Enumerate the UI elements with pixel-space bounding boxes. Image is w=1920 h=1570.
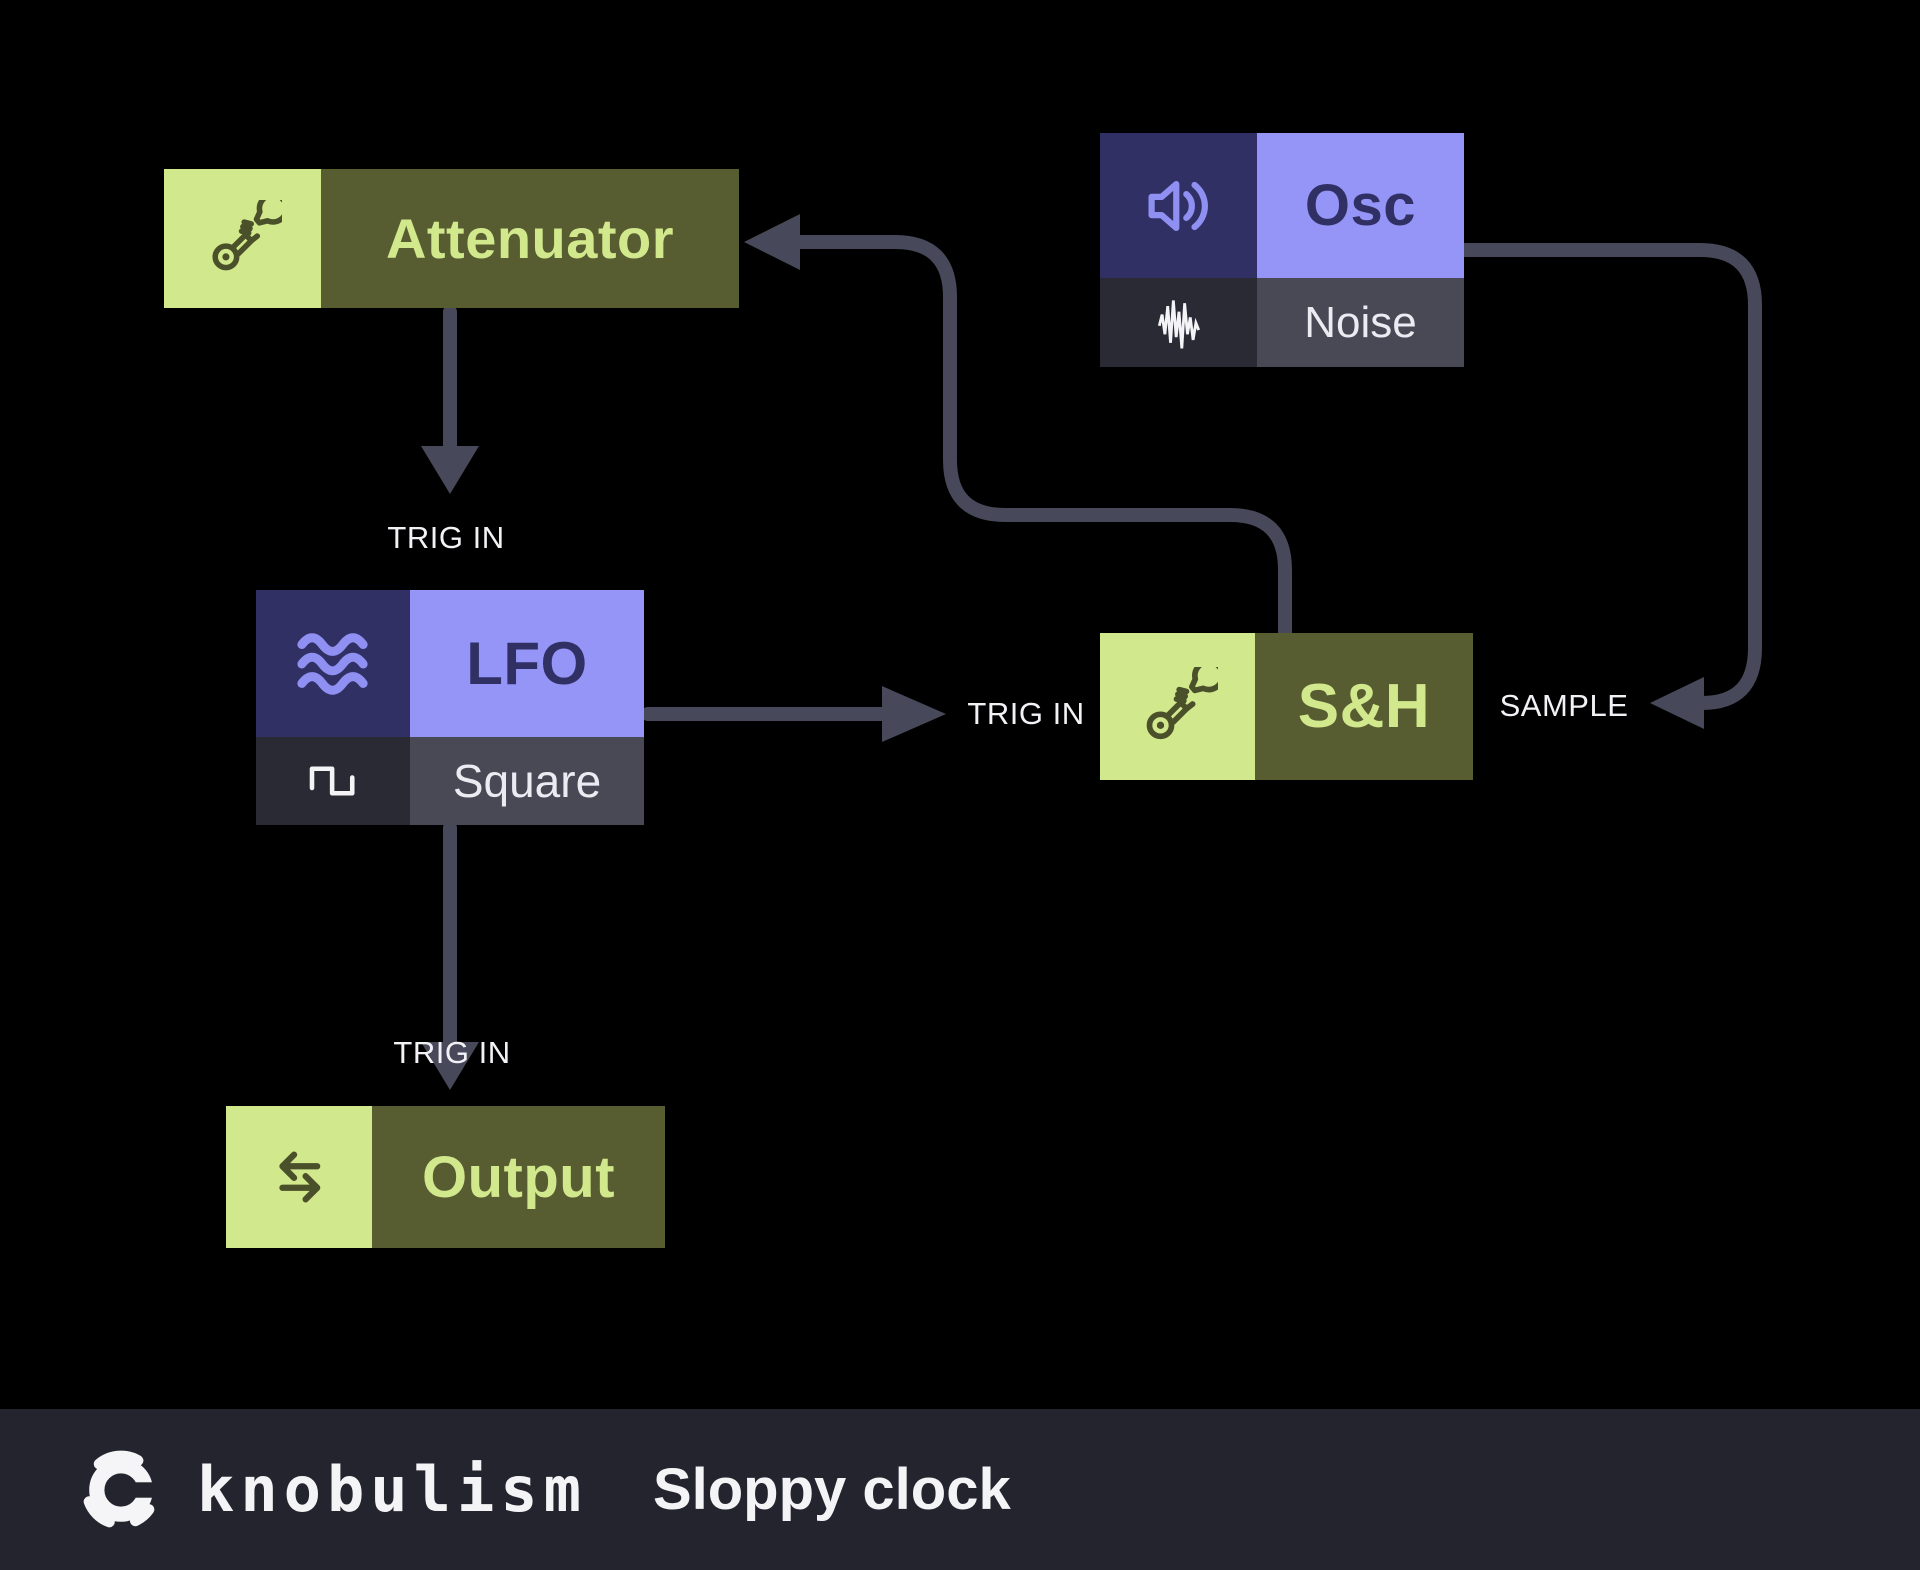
module-osc-label: Osc — [1257, 133, 1464, 278]
module-attenuator-label: Attenuator — [321, 169, 739, 308]
wrench-icon — [164, 169, 321, 308]
module-sample-hold-label: S&H — [1255, 633, 1473, 780]
module-lfo-variant-label: Square — [410, 737, 644, 825]
waves-icon — [256, 590, 410, 737]
connector-osc-to-sh — [1457, 243, 1762, 729]
module-attenuator[interactable]: Attenuator — [164, 169, 739, 308]
speaker-icon — [1100, 133, 1257, 278]
connector-attenuator-to-lfo — [421, 305, 479, 494]
noise-wave-icon — [1100, 278, 1257, 367]
transfer-arrows-icon — [226, 1106, 372, 1248]
module-output-label: Output — [372, 1106, 665, 1248]
brand-wordmark: knobulism — [197, 1453, 587, 1526]
module-output[interactable]: Output — [226, 1106, 665, 1248]
patch-title: Sloppy clock — [652, 1457, 1011, 1522]
connector-sh-to-attenuator — [744, 214, 1292, 640]
port-label-lfo-trig-in: TRIG IN — [387, 520, 505, 555]
module-osc-variant-label: Noise — [1257, 278, 1464, 367]
module-osc[interactable]: Osc Noise — [1100, 133, 1464, 367]
port-label-output-trig-in: TRIG IN — [393, 1035, 511, 1070]
wrench-icon — [1100, 633, 1255, 780]
footer-bar: knobulism Sloppy clock — [0, 1409, 1920, 1570]
module-lfo[interactable]: LFO Square — [256, 590, 644, 825]
module-sample-hold[interactable]: S&H — [1100, 633, 1473, 780]
connector-lfo-to-output — [421, 821, 479, 1090]
port-label-sh-sample: SAMPLE — [1499, 688, 1629, 723]
port-label-sh-trig-in: TRIG IN — [967, 696, 1085, 731]
module-lfo-label: LFO — [410, 590, 644, 737]
connector-lfo-to-sh — [641, 686, 946, 742]
knob-logo-icon — [83, 1450, 164, 1527]
square-wave-icon — [256, 737, 410, 825]
